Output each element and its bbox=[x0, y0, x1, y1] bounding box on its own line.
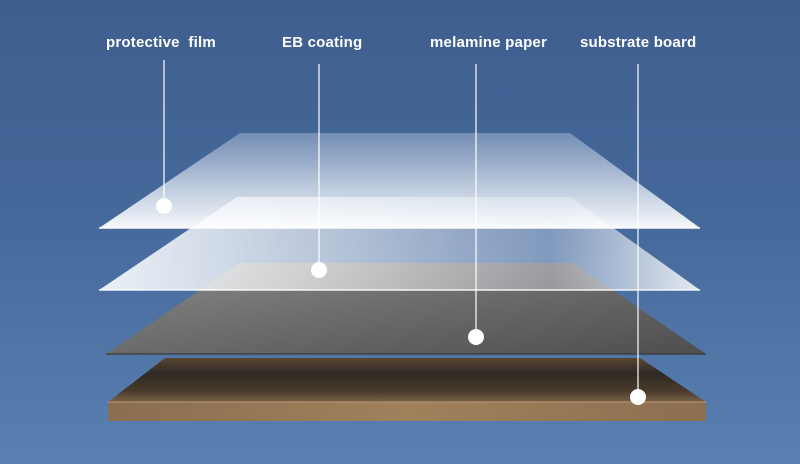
marker-dots bbox=[156, 198, 646, 405]
protective-film-layer bbox=[99, 133, 700, 229]
marker-dot-substrate-board bbox=[630, 389, 646, 405]
label-melamine-paper: melamine paper bbox=[430, 34, 548, 51]
marker-dot-melamine-paper bbox=[468, 329, 484, 345]
label-protective-film: protective film bbox=[106, 34, 216, 51]
marker-dot-eb-coating bbox=[311, 262, 327, 278]
substrate-board-layer bbox=[108, 358, 706, 421]
marker-dot-protective-film bbox=[156, 198, 172, 214]
label-eb-coating: EB coating bbox=[282, 34, 363, 51]
label-substrate-board: substrate board bbox=[580, 34, 697, 51]
leader-lines bbox=[163, 60, 639, 397]
